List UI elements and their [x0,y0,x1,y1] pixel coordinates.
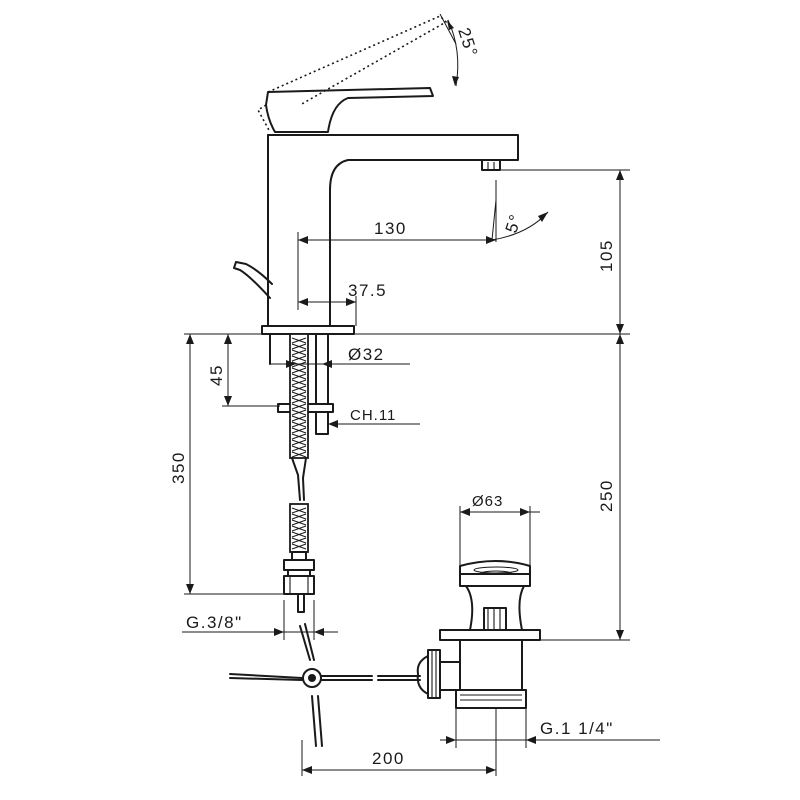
spout-reach-label: 130 [374,219,407,238]
shank-diameter-label: Ø32 [348,345,385,364]
waste-thread-label: G.1 1/4" [540,719,614,738]
thread-length-label: 45 [207,364,226,386]
lever-angle-label: 25° [454,25,481,60]
dimension-labels: 25° 5° 130 105 37.5 Ø32 45 CH.11 350 250… [169,25,616,768]
waste-diameter-label: Ø63 [472,493,503,510]
pop-up-rod [229,623,421,747]
rod-length-label: 200 [372,749,405,768]
hose-connection-label: G.3/8" [186,613,243,632]
dimension-lines [182,13,660,776]
pop-up-waste [416,560,541,709]
nut-size-label: CH.11 [350,407,396,424]
base-offset-label: 37.5 [348,281,387,300]
hose-length-label: 350 [169,451,188,484]
spout-height-label: 105 [597,239,616,272]
spout-angle-label: 5° [502,211,526,235]
faucet-body [233,15,519,335]
waste-length-label: 250 [597,479,616,512]
